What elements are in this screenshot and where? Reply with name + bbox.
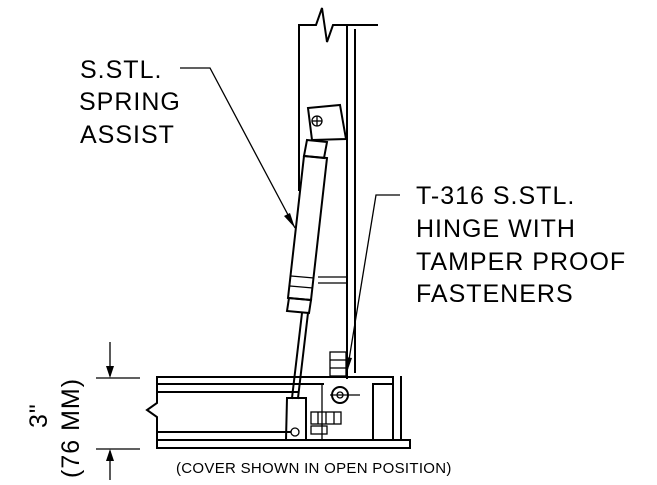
frame-channel bbox=[145, 376, 411, 449]
open-cover bbox=[298, 7, 378, 379]
spring-label-line3: ASSIST bbox=[80, 121, 175, 149]
hinge-label-line1: T-316 S.STL. bbox=[416, 182, 575, 210]
caption: (COVER SHOWN IN OPEN POSITION) bbox=[176, 460, 452, 477]
hinge-leader bbox=[346, 194, 400, 373]
hinge-assembly bbox=[310, 351, 349, 435]
spring-label-line2: SPRING bbox=[79, 88, 181, 116]
upper-spring-bracket bbox=[306, 103, 348, 142]
height-dimension bbox=[96, 342, 140, 480]
dimension-mm: (76 MM) bbox=[57, 378, 85, 478]
hinge-label-line2: HINGE WITH bbox=[416, 215, 576, 243]
spring-leader bbox=[180, 67, 296, 229]
spring-label-line1: S.STL. bbox=[80, 56, 162, 84]
dimension-inch: 3" bbox=[25, 403, 53, 428]
gas-spring bbox=[285, 138, 329, 400]
hinge-label-line3: TAMPER PROOF bbox=[416, 248, 626, 276]
hinge-label-line4: FASTENERS bbox=[416, 280, 574, 308]
lower-spring-bracket bbox=[284, 397, 307, 441]
